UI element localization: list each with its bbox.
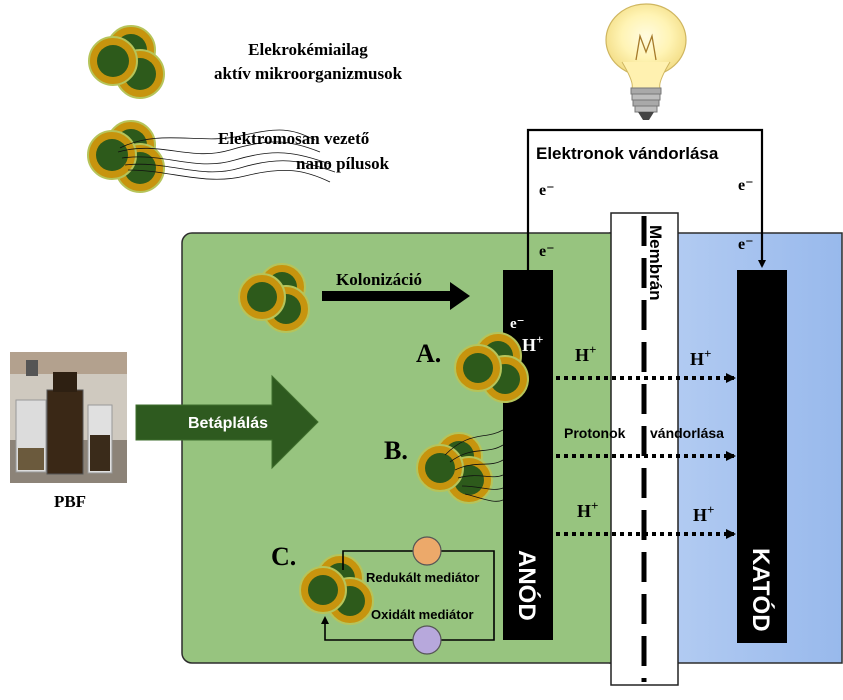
external-circuit: Elektronok vándorlása e⁻ e⁻ e⁻ e⁻	[526, 128, 766, 272]
proton-label: H+	[577, 498, 598, 521]
colonization-label: Kolonizáció	[336, 270, 422, 289]
mechanism-a-microbes	[454, 332, 529, 403]
proton-label: H+	[575, 342, 596, 365]
mechanism-c-microbes	[299, 554, 374, 625]
anode-proton-label: H+	[522, 332, 543, 355]
oxidized-mediator-icon	[412, 625, 442, 655]
anode-electrode	[503, 270, 553, 640]
oxidized-mediator-label: Oxidált mediátor	[371, 607, 474, 622]
electron-label: e⁻	[539, 243, 555, 260]
membrane-label: Membrán	[646, 225, 665, 301]
electron-label: e⁻	[738, 236, 754, 253]
cathode-label: KATÓD	[747, 548, 775, 632]
proton-label: H+	[693, 502, 714, 525]
colonizing-microbes-icon	[238, 263, 310, 333]
proton-migration-label-right: vándorlása	[650, 425, 724, 441]
legend-pili-line2: nano pílusok	[296, 154, 390, 173]
mechanism-b-label: B.	[384, 436, 408, 465]
pbf-sample-photo	[10, 352, 127, 483]
electron-migration-title: Elektronok vándorlása	[536, 144, 719, 163]
proton-migration-label-left: Protonok	[564, 425, 626, 441]
colonization-arrow	[322, 282, 470, 310]
legend-pili-line1: Elektromosan vezető	[218, 129, 370, 148]
feed-label: Betáplálás	[188, 415, 268, 432]
mechanism-a-label: A.	[416, 339, 441, 368]
legend-microbes-line1: Elekrokémiailag	[248, 40, 368, 59]
legend-pili-icon	[87, 120, 336, 193]
mechanism-c-label: C.	[271, 542, 296, 571]
reduced-mediator-icon	[412, 536, 442, 566]
electron-label: e⁻	[539, 182, 555, 199]
legend-microbe-icon	[88, 25, 165, 99]
mediator-cycle	[321, 536, 495, 655]
mechanism-b-microbes-with-pili	[416, 429, 504, 504]
proton-arrows	[556, 373, 736, 539]
light-bulb-icon	[605, 3, 687, 120]
feed-arrow	[135, 374, 319, 470]
membrane: Membrán	[610, 212, 679, 686]
anode-label: ANÓD	[513, 550, 541, 621]
pbf-label: PBF	[54, 492, 86, 511]
cathode-electrode	[737, 270, 787, 643]
legend-microbes-line2: aktív mikroorganizmusok	[214, 64, 403, 83]
electron-label: e⁻	[738, 177, 754, 194]
anode-electron-label: e⁻	[510, 316, 525, 332]
proton-label: H+	[690, 346, 711, 369]
reduced-mediator-label: Redukált mediátor	[366, 570, 479, 585]
